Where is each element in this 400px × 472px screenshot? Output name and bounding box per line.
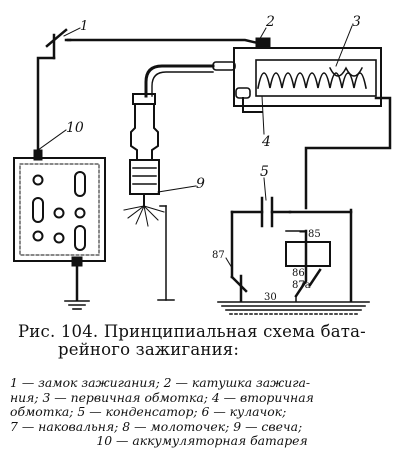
battery — [13, 149, 106, 267]
caption-line-2: рейного зажигания: — [58, 340, 240, 359]
ground-symbols — [64, 300, 370, 315]
legend-line-3: обмотка; 5 — конденсатор; 6 — кулачок; — [10, 404, 287, 420]
callout-5: 5 — [260, 164, 269, 180]
leader-lines — [37, 25, 353, 269]
relay — [230, 230, 331, 293]
terminal-87: 87 — [212, 250, 225, 261]
spark-plug — [123, 93, 175, 301]
legend-line-5: 10 — аккумуляторная батарея — [96, 433, 308, 449]
legend-line-2: ния; 3 — первичная обмотка; 4 — вторична… — [10, 389, 314, 405]
ignition-switch — [45, 28, 72, 60]
callout-10: 10 — [66, 120, 84, 136]
terminal-labels: 87 85 86 87a 30 — [212, 229, 321, 303]
figure-legend: 1 — замок зажигания; 2 — катушка зажига-… — [10, 375, 394, 449]
callout-9: 9 — [196, 176, 205, 192]
terminal-30: 30 — [264, 292, 277, 303]
terminal-85: 85 — [308, 229, 321, 240]
ignition-coil — [212, 37, 382, 107]
callout-4: 4 — [261, 134, 271, 150]
wiring — [36, 38, 392, 303]
capacitor — [260, 196, 292, 228]
callout-1: 1 — [80, 19, 88, 34]
legend-line-4: 7 — наковальня; 8 — молоточек; 9 — свеча… — [10, 418, 303, 434]
legend-line-1: 1 — замок зажигания; 2 — катушка зажига- — [10, 375, 311, 390]
terminal-86: 86 — [292, 268, 305, 279]
caption-line-1: Рис. 104. Принципиальная схема бата- — [18, 322, 366, 341]
callouts: 1 2 3 4 5 9 10 — [66, 14, 361, 192]
terminal-87a: 87a — [292, 280, 311, 291]
callout-3: 3 — [352, 14, 361, 30]
callout-2: 2 — [265, 14, 275, 30]
figure-caption: Рис. 104. Принципиальная схема бата- рей… — [18, 323, 388, 359]
